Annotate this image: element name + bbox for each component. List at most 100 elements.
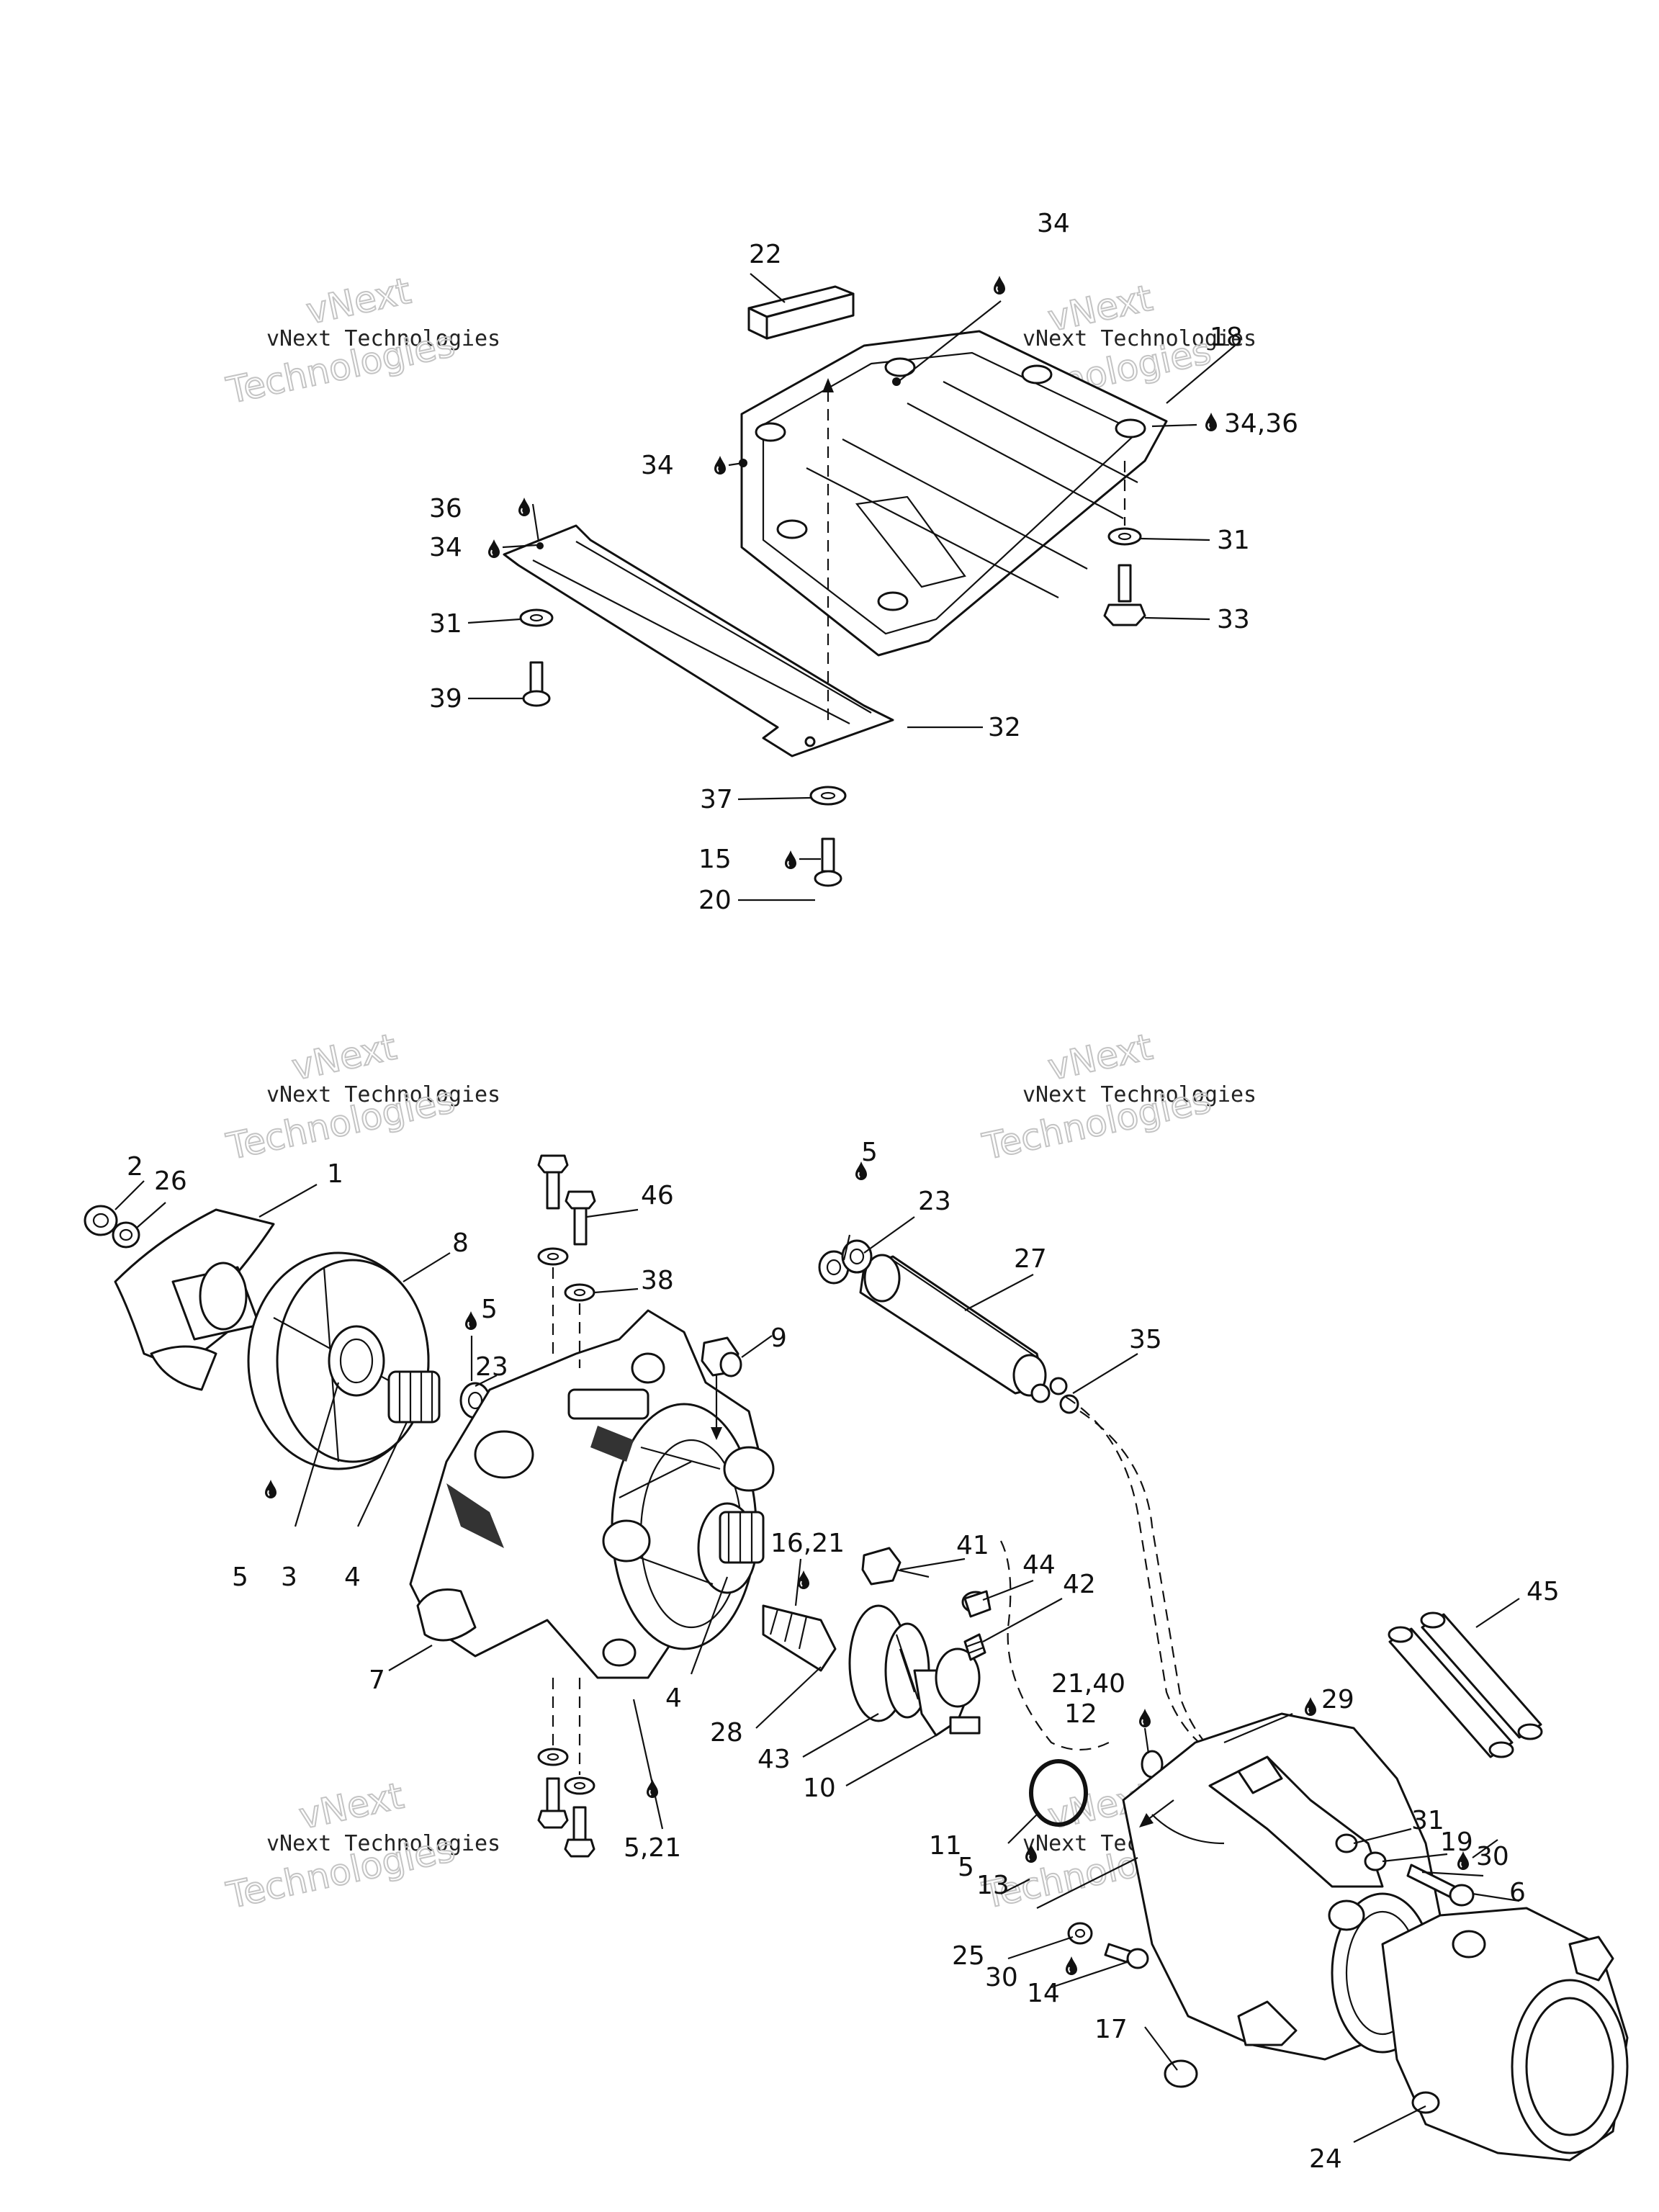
callout-9: 9 [770, 1323, 787, 1353]
callout-24: 24 [1309, 2144, 1342, 2174]
watermark-mid-left: vNext Technologies vNext Technologies [222, 1025, 500, 1169]
callout-11: 11 [929, 1831, 962, 1861]
part-4-bearing-left [387, 1370, 441, 1424]
callout-37: 37 [700, 785, 733, 814]
callout-15: 15 [698, 845, 732, 874]
callout-19: 19 [1440, 1827, 1473, 1857]
callout-30: 30 [1476, 1842, 1509, 1871]
watermark-mid-right: vNext Technologies vNext Technologies [978, 1025, 1256, 1169]
part-26-washer [112, 1221, 140, 1249]
washer-37 [809, 786, 847, 806]
part-10-cone [913, 1647, 981, 1737]
part-45-rods [1388, 1611, 1543, 1758]
watermark-large: vNext [288, 1026, 400, 1089]
washer-25 [1067, 1922, 1093, 1945]
part-9-plug [701, 1336, 742, 1377]
callout-41: 41 [956, 1531, 989, 1560]
callout-31: 31 [1411, 1806, 1444, 1835]
callout-39: 39 [429, 684, 462, 714]
callout-16-21: 16,21 [770, 1529, 845, 1558]
washer-bottom-b [564, 1776, 595, 1795]
callout-8: 8 [452, 1228, 469, 1258]
callout-31: 31 [1217, 526, 1250, 555]
washer-31-right [1107, 527, 1142, 546]
bolt-bottom-a [537, 1777, 569, 1829]
callout-23: 23 [475, 1352, 508, 1382]
callout-36: 36 [429, 494, 462, 523]
callout-34: 34 [429, 533, 462, 562]
callout-5: 5 [232, 1563, 248, 1592]
washer-31-lower [1335, 1833, 1358, 1853]
part-28-shaft [762, 1604, 837, 1672]
callout-18: 18 [1210, 323, 1243, 352]
part-43-disc [848, 1604, 930, 1722]
washer-bottom-a [537, 1748, 569, 1766]
callout-5-21: 5,21 [624, 1833, 681, 1863]
drop-icon [464, 1310, 477, 1331]
drop-icon [1065, 1956, 1078, 1976]
part-1-impeller [114, 1208, 275, 1391]
callout-13: 13 [976, 1871, 1010, 1900]
drop-icon [714, 455, 727, 475]
watermark-large: vNext [302, 270, 414, 333]
part-11-o-ring [1029, 1759, 1088, 1827]
callout-42: 42 [1063, 1570, 1096, 1599]
drop-icon [1205, 412, 1218, 432]
watermark-text: vNext Technologies [266, 326, 500, 351]
part-22-block [747, 285, 855, 340]
callout-5: 5 [861, 1138, 878, 1167]
bolt-6 [1406, 1863, 1475, 1907]
callout-27: 27 [1014, 1244, 1047, 1274]
watermark-text: vNext Technologies [266, 1831, 500, 1856]
bolt-46-b [565, 1190, 596, 1246]
bolt-bottom-b [564, 1806, 595, 1858]
callout-38: 38 [641, 1266, 674, 1295]
callout-5: 5 [481, 1295, 498, 1324]
callout-4: 4 [344, 1563, 361, 1592]
part-27-tube [859, 1254, 1079, 1414]
drop-icon [1138, 1708, 1151, 1728]
part-24-nozzle [1381, 1907, 1629, 2162]
drop-icon [487, 539, 500, 559]
callout-1: 1 [327, 1159, 343, 1189]
bottom-assembly [84, 1154, 1629, 2162]
callout-34-36: 34,36 [1224, 409, 1298, 439]
callout-31: 31 [429, 609, 462, 639]
part-41-fitting [861, 1547, 930, 1586]
callout-35: 35 [1129, 1325, 1162, 1354]
callout-33: 33 [1217, 605, 1250, 634]
callout-12: 12 [1064, 1699, 1097, 1729]
drop-icon [1304, 1696, 1317, 1717]
bolt-20 [814, 837, 842, 887]
callout-25: 25 [952, 1941, 985, 1971]
bolt-46-a [537, 1154, 569, 1210]
top-assembly [503, 285, 1168, 887]
callout-6: 6 [1509, 1878, 1526, 1907]
leader-lines [114, 273, 1520, 2143]
callout-7: 7 [369, 1665, 385, 1695]
washer-31-left [519, 608, 554, 627]
callout-4: 4 [665, 1683, 682, 1713]
part-32-bar [503, 524, 894, 757]
callout-26: 26 [154, 1166, 187, 1196]
callout-32: 32 [988, 713, 1021, 742]
callout-29: 29 [1321, 1685, 1354, 1714]
part-42-insert [963, 1633, 986, 1661]
part-23-seal-tube [841, 1239, 873, 1274]
callout-46: 46 [641, 1181, 674, 1210]
washer-38-b [564, 1283, 595, 1302]
callout-30: 30 [985, 1963, 1018, 1992]
watermark-top-left: vNext Technologies vNext Technologies [222, 269, 500, 413]
callout-17: 17 [1094, 2015, 1128, 2044]
callout-20: 20 [698, 886, 732, 915]
callout-5: 5 [958, 1853, 974, 1882]
watermark-large: vNext [295, 1775, 407, 1838]
callout-22: 22 [749, 240, 782, 269]
part-labels: 22 34 18 34,36 34 36 34 31 39 31 33 32 3… [127, 209, 1560, 2174]
callout-34: 34 [641, 451, 674, 480]
watermark-text: vNext Technologies [1022, 1082, 1256, 1107]
watermark-bottom-left: vNext Technologies vNext Technologies [222, 1774, 500, 1917]
watermark-large: vNext [1044, 1026, 1156, 1089]
